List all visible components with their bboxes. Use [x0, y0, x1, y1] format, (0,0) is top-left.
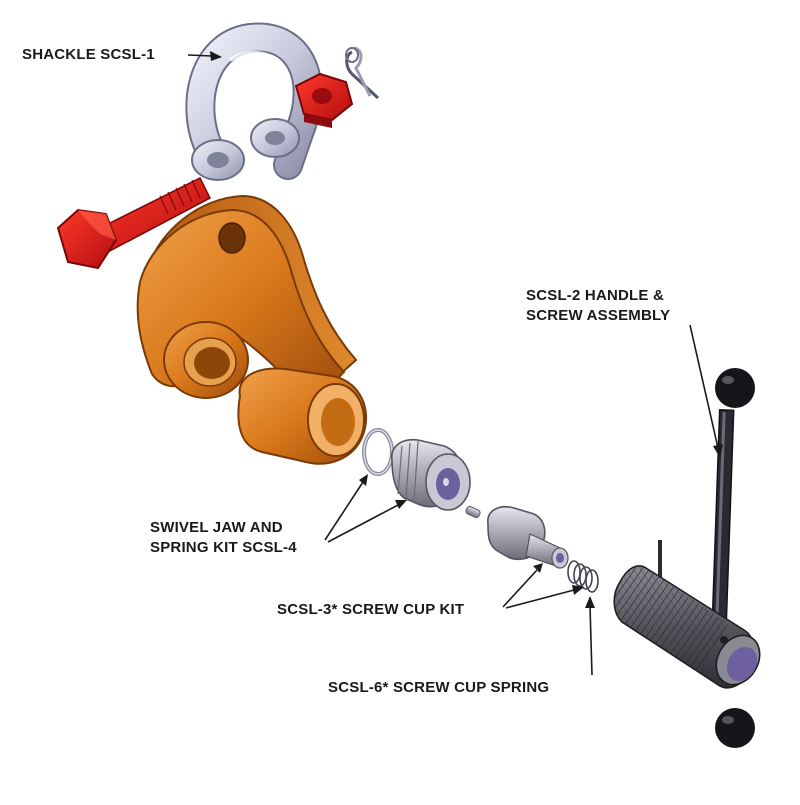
label-swivel-line1: SWIVEL JAW AND	[150, 519, 283, 536]
swivel-jaw-part	[391, 438, 471, 511]
label-swivel-line2: SPRING KIT SCSL-4	[150, 539, 297, 556]
label-screw-cup-spring-text: SCSL-6* SCREW CUP SPRING	[328, 679, 550, 696]
swivel-pin-part	[465, 505, 481, 519]
shackle-part	[185, 22, 323, 181]
screw-barrel-part	[613, 565, 761, 689]
label-handle-screw-assembly: SCSL-2 HANDLE & SCREW ASSEMBLY	[526, 286, 670, 326]
screw-cup-spring-part	[567, 560, 599, 593]
label-screw-cup-kit-text: SCSL-3* SCREW CUP KIT	[277, 601, 465, 618]
screw-cup-part	[487, 506, 569, 569]
label-shackle-text: SHACKLE SCSL-1	[22, 46, 155, 63]
label-screw-cup-spring: SCSL-6* SCREW CUP SPRING	[328, 678, 549, 698]
bolt-part	[56, 176, 211, 270]
shackle-nut-part	[294, 72, 354, 128]
label-shackle: SHACKLE SCSL-1	[22, 45, 155, 65]
set-pin-part	[658, 540, 662, 580]
label-handle-line2: SCREW ASSEMBLY	[526, 307, 671, 324]
handle-rod-part	[711, 368, 755, 748]
label-screw-cup-kit: SCSL-3* SCREW CUP KIT	[277, 600, 464, 620]
label-handle-line1: SCSL-2 HANDLE &	[526, 287, 665, 304]
cotter-pin-part	[345, 46, 380, 100]
leader-lines	[187, 51, 723, 676]
label-swivel-jaw-spring-kit: SWIVEL JAW AND SPRING KIT SCSL-4	[150, 518, 297, 558]
clamp-body-part	[136, 194, 368, 465]
snap-ring-part	[362, 428, 394, 476]
